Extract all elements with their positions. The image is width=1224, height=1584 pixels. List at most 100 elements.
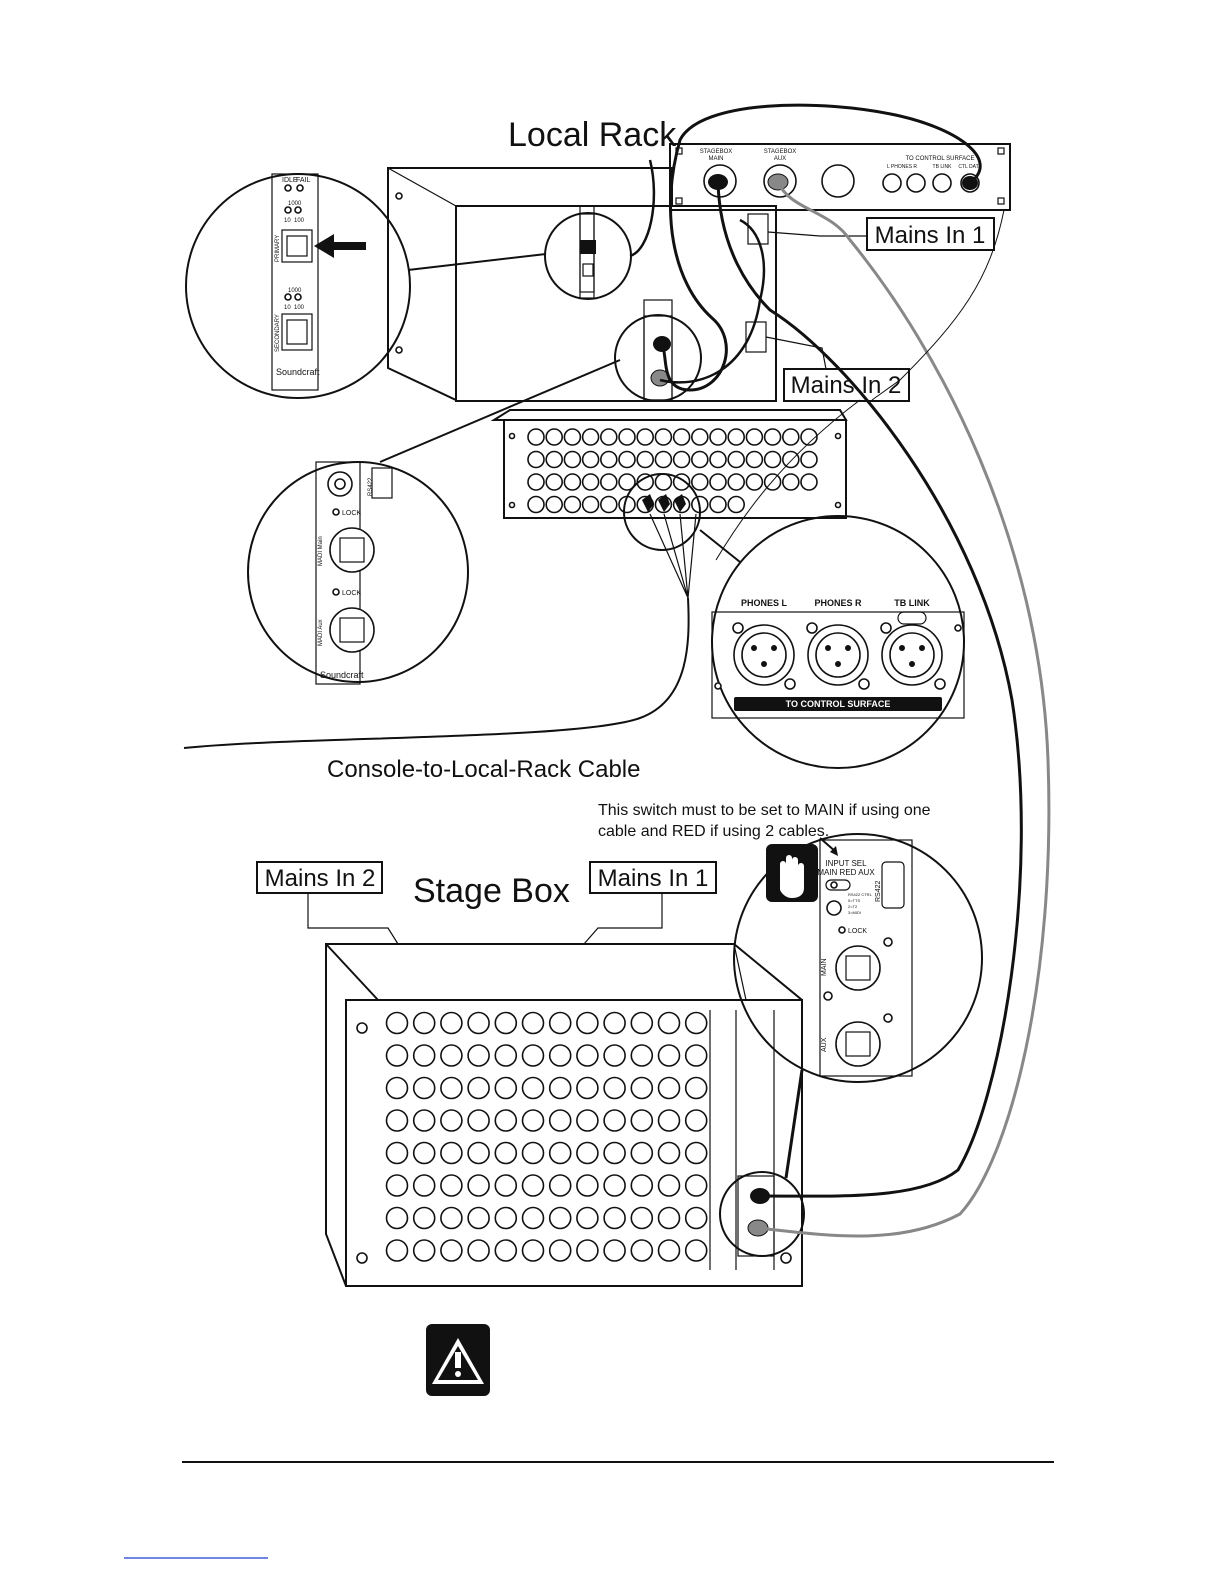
mains-socket-1: [747, 213, 769, 245]
input-jack: [781, 473, 800, 491]
svg-text:2=T2: 2=T2: [848, 904, 858, 909]
input-jack: [385, 1011, 409, 1035]
input-jack: [385, 1109, 409, 1132]
input-jack: [521, 1011, 545, 1035]
patch-plugs-detail: [623, 473, 741, 599]
input-jack: [690, 473, 709, 491]
svg-text:INPUT SEL: INPUT SEL: [825, 859, 867, 868]
network-card-magnifier: IDLE FAIL 1000 10 100 PRIMARY 1000 10 10…: [185, 173, 547, 399]
input-jack: [781, 428, 800, 446]
input-jack: [548, 1174, 572, 1197]
input-jack: [494, 1011, 518, 1035]
input-jack: [521, 1076, 545, 1100]
input-jack: [763, 450, 782, 469]
svg-text:TB LINK: TB LINK: [933, 164, 953, 170]
input-jack: [657, 1174, 681, 1197]
stagebox-interface-panel: STAGEBOX MAIN STAGEBOX AUX TO CONTROL SU…: [669, 143, 1011, 211]
input-jack: [630, 1011, 654, 1035]
input-jack: [440, 1011, 463, 1035]
input-jack: [709, 450, 727, 469]
input-jack: [412, 1206, 436, 1230]
input-jack: [603, 1174, 626, 1197]
rs422-port: [881, 861, 905, 909]
local-rack-front: [455, 205, 777, 402]
stage-box-madi-detail: [719, 1171, 805, 1257]
svg-text:PHONES R: PHONES R: [814, 598, 862, 608]
input-jack: [440, 1044, 463, 1067]
svg-text:Console-to-Local-Rack Cable: Console-to-Local-Rack Cable: [327, 756, 640, 783]
input-jack: [494, 1239, 518, 1262]
input-jack: [745, 450, 764, 469]
svg-text:MADI Aux: MADI Aux: [318, 619, 324, 646]
input-jack: [745, 428, 764, 446]
svg-text:Mains In 1: Mains In 1: [598, 865, 709, 892]
phones-panel-magnifier: PHONES L PHONES R TB LINK TO CONTROL SUR…: [711, 515, 965, 769]
input-jack: [563, 495, 582, 514]
input-jack: [800, 450, 818, 469]
input-jack: [385, 1044, 409, 1067]
input-jack: [603, 1239, 626, 1262]
input-jack: [654, 473, 673, 491]
input-jack: [603, 1044, 626, 1067]
input-jack: [527, 428, 545, 446]
input-jack: [684, 1174, 708, 1197]
input-jack: [527, 450, 545, 469]
input-jack: [618, 450, 636, 469]
svg-text:10: 10: [284, 305, 291, 311]
svg-text:Soundcraft: Soundcraft: [320, 670, 364, 680]
input-jack: [548, 1011, 572, 1035]
input-jack: [494, 1076, 518, 1100]
input-jack: [618, 473, 636, 491]
input-jack: [684, 1141, 708, 1165]
input-jack: [467, 1076, 490, 1100]
svg-text:TO CONTROL SURFACE: TO CONTROL SURFACE: [905, 156, 974, 162]
input-jack: [521, 1141, 545, 1165]
input-jack: [630, 1206, 654, 1230]
input-jack: [494, 1109, 518, 1132]
input-jack: [440, 1206, 463, 1230]
input-jack: [599, 495, 618, 514]
input-jack: [684, 1206, 708, 1230]
input-jack: [412, 1141, 436, 1165]
svg-text:Mains In 1: Mains In 1: [875, 222, 986, 249]
svg-text:Mains In 2: Mains In 2: [265, 865, 376, 892]
svg-text:LOCK: LOCK: [342, 590, 361, 597]
svg-text:RS422: RS422: [368, 477, 374, 496]
input-jack: [563, 450, 582, 469]
input-jack: [545, 450, 564, 469]
input-jack: [521, 1239, 545, 1262]
input-jack: [545, 428, 564, 446]
svg-text:STAGEBOX: STAGEBOX: [764, 149, 797, 155]
svg-text:100: 100: [294, 218, 305, 224]
input-jack: [672, 450, 691, 469]
input-jack: [727, 495, 746, 514]
input-jack: [412, 1174, 436, 1197]
input-jack: [494, 1174, 518, 1197]
input-jack: [385, 1141, 409, 1165]
svg-text:TB LINK: TB LINK: [894, 598, 930, 608]
aux-cable: [757, 181, 1051, 1238]
input-jack: [603, 1141, 626, 1165]
input-jack: [548, 1206, 572, 1230]
input-jack: [467, 1011, 490, 1035]
svg-text:AUX: AUX: [821, 1037, 828, 1052]
input-jack: [412, 1044, 436, 1067]
input-jack: [527, 495, 545, 514]
svg-text:RS422 CTRL: RS422 CTRL: [848, 892, 873, 897]
stagebox-main-port-card: [835, 945, 881, 991]
svg-text:MAIN: MAIN: [821, 959, 828, 977]
mains-in-1-bottom-label: Mains In 1: [583, 861, 717, 945]
input-jack: [581, 473, 600, 491]
input-jack: [576, 1174, 599, 1197]
input-jack: [684, 1109, 708, 1132]
stagebox-aux-port-card: [835, 1021, 881, 1067]
madi-main-port: [329, 527, 375, 573]
svg-text:LOCK: LOCK: [342, 510, 361, 517]
input-jack: [657, 1239, 681, 1262]
input-jack: [657, 1076, 681, 1100]
input-jack: [467, 1239, 490, 1262]
input-jack: [385, 1239, 409, 1262]
input-jack: [412, 1109, 436, 1132]
rack-network-detail: [544, 212, 632, 300]
input-jack: [599, 428, 618, 446]
